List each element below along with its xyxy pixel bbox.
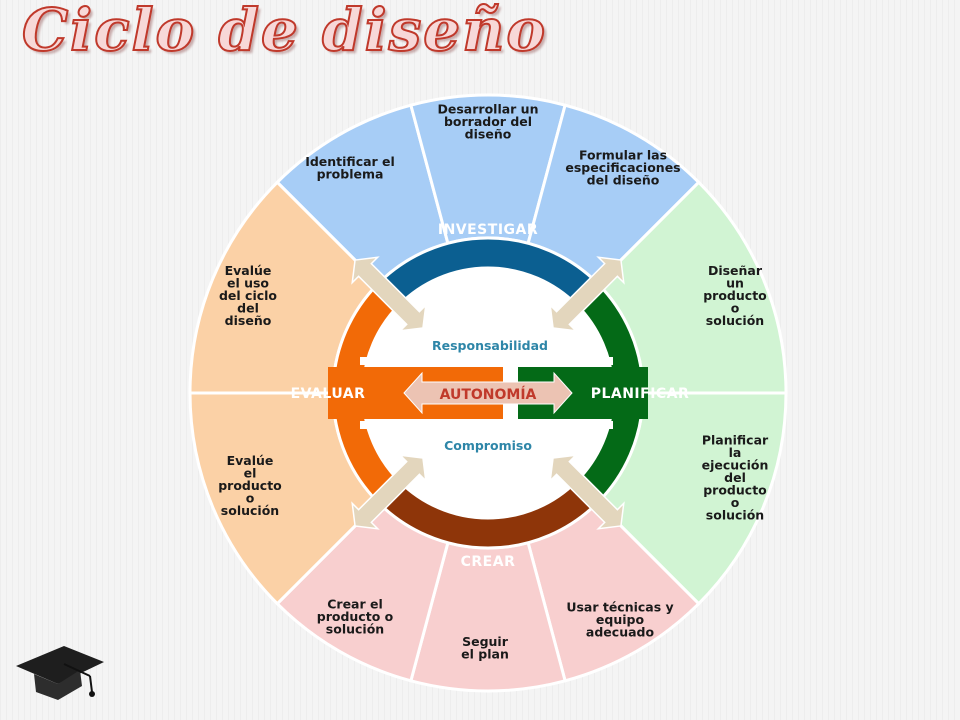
outer-label-line: Evalúe xyxy=(225,263,272,278)
diagonal-arrow-shape-0 xyxy=(351,256,427,332)
center-label-compromiso: Compromiso xyxy=(444,438,532,453)
outer-label-line: ejecución xyxy=(702,458,769,473)
diagonal-arrow-3 xyxy=(351,454,427,530)
center-double-arrow xyxy=(403,371,573,415)
outer-label-line: producto xyxy=(703,483,767,498)
outer-label-line: o xyxy=(731,495,740,510)
outer-label-line: Formular las xyxy=(579,148,667,163)
outer-label-line: Identificar el xyxy=(305,154,395,169)
outer-label-line: solución xyxy=(221,503,279,518)
outer-label-line: o xyxy=(731,301,740,316)
outer-label-line: equipo xyxy=(596,612,645,627)
diagonal-arrow-shape-1 xyxy=(549,256,625,332)
center-label-autonomia: AUTONOMÍA xyxy=(440,386,537,403)
diagonal-arrow-shape-2 xyxy=(549,454,625,530)
center-band-planificar xyxy=(518,367,648,419)
outer-label-line: Diseñar xyxy=(708,263,763,278)
graduation-cap-icon xyxy=(16,646,104,700)
page-title: Ciclo de diseño xyxy=(21,0,548,65)
diagonal-arrow-0 xyxy=(351,256,427,332)
outer-label-line: del diseño xyxy=(587,173,660,188)
cycle-arrows xyxy=(351,256,625,530)
outer-label-line: adecuado xyxy=(586,625,655,640)
outer-label-line: del xyxy=(724,470,746,485)
diagram-labels: INVESTIGAR PLANIFICAR CREAR EVALUAR Resp… xyxy=(291,222,690,570)
phase-label-planificar: PLANIFICAR xyxy=(591,386,690,402)
outer-label-line: Seguir xyxy=(462,634,509,649)
outer-label-line: la xyxy=(729,445,742,460)
center-band-gap-top xyxy=(360,357,613,365)
outer-label-line: producto xyxy=(703,288,767,303)
diagonal-arrow-1 xyxy=(549,256,625,332)
outer-label-line: Evalúe xyxy=(227,453,274,468)
outer-label-line: problema xyxy=(317,166,384,181)
outer-label-line: Desarrollar un xyxy=(438,102,539,117)
outer-label-line: especificaciones xyxy=(565,160,680,175)
outer-label-line: Planificar xyxy=(702,433,769,448)
outer-label-line: solución xyxy=(706,313,764,328)
center-bands xyxy=(328,357,648,429)
diagonal-arrow-shape-3 xyxy=(351,454,427,530)
center-band-gap-bottom xyxy=(360,421,613,429)
phase-label-investigar: INVESTIGAR xyxy=(438,222,538,238)
outer-label-line: el plan xyxy=(461,646,509,661)
outer-label-line: el xyxy=(244,466,257,481)
outer-label-line: Crear el xyxy=(327,597,383,612)
outer-label-line: solución xyxy=(706,508,764,523)
outer-label-line: del ciclo xyxy=(219,288,277,303)
outer-label-line: borrador del xyxy=(444,114,532,129)
outer-label-line: Usar técnicas y xyxy=(566,600,673,615)
phase-label-evaluar: EVALUAR xyxy=(291,386,366,402)
phase-label-crear: CREAR xyxy=(461,554,516,570)
outer-label-line: diseño xyxy=(465,127,512,142)
diagonal-arrow-2 xyxy=(549,454,625,530)
outer-label-line: un xyxy=(726,276,744,291)
outer-label-line: el uso xyxy=(227,276,269,291)
outer-label-line: diseño xyxy=(225,313,272,328)
outer-label-line: solución xyxy=(326,622,384,637)
outer-label-line: del xyxy=(237,301,259,316)
outer-label-line: producto o xyxy=(317,609,394,624)
outer-label-line: o xyxy=(246,491,255,506)
outer-label-line: producto xyxy=(218,478,282,493)
center-label-responsabilidad: Responsabilidad xyxy=(432,338,548,353)
